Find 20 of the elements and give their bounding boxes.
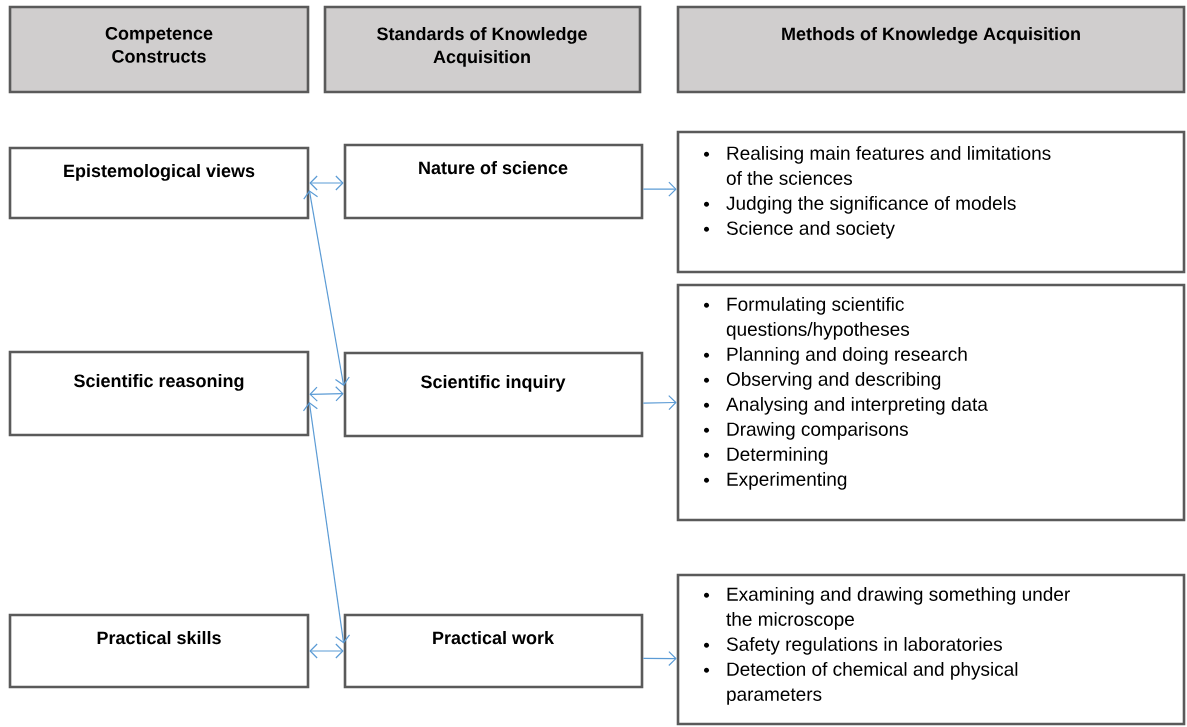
label-box: Scientific reasoning bbox=[8, 350, 310, 437]
bullet-list-box: Formulating scientific questions/hypotheses Planning and doing research Observing and describing Analysing and interpreting data Drawing comparisons Determining Experimenting bbox=[676, 283, 1186, 522]
arrow bbox=[303, 190, 350, 386]
arrow bbox=[309, 643, 344, 659]
label-box: Nature of science bbox=[343, 143, 644, 220]
label-box: Epistemological views bbox=[8, 146, 310, 220]
bullet-list-box: Examining and drawing something under the microscope Safety regulations in laboratories Detection of chemical and physical parameters bbox=[676, 573, 1186, 726]
arrow bbox=[302, 402, 351, 644]
label-box: Practical skills bbox=[8, 613, 310, 689]
label-box: Practical work bbox=[343, 613, 644, 689]
label-box: Scientific inquiry bbox=[343, 351, 644, 438]
column-header: Standards of Knowledge Acquisition bbox=[323, 5, 642, 94]
column-header: Methods of Knowledge Acquisition bbox=[676, 5, 1186, 94]
arrow bbox=[642, 650, 677, 667]
arrow bbox=[642, 181, 677, 197]
arrow bbox=[309, 386, 344, 402]
arrow bbox=[642, 395, 677, 411]
column-header: Competence Constructs bbox=[8, 5, 310, 94]
arrow bbox=[309, 175, 344, 191]
bullet-list-box: Realising main features and limitations of the sciences Judging the significance of models Science and society bbox=[676, 130, 1186, 274]
